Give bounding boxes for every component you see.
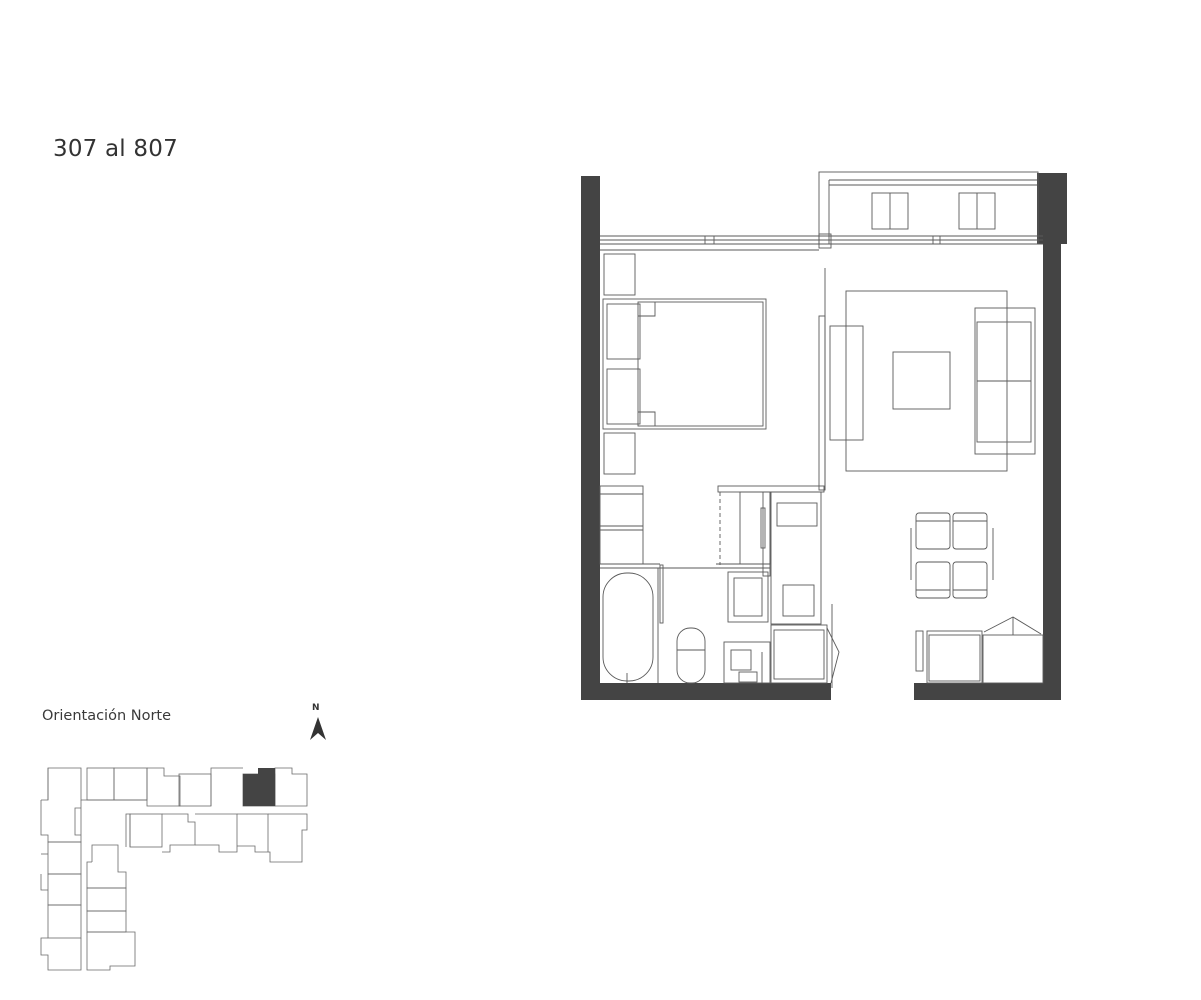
bathroom [600, 563, 771, 684]
dining-table [910, 512, 994, 599]
highlighted-unit [243, 774, 275, 806]
utility [770, 624, 840, 684]
unit-range-title: 307 al 807 [53, 136, 178, 162]
orientation-label: Orientación Norte [42, 708, 172, 724]
living-room [829, 290, 1036, 472]
window-wall [600, 235, 1043, 251]
partition-wall [818, 268, 826, 491]
north-arrow-icon [310, 717, 326, 740]
north-label: N [312, 703, 320, 713]
structural-walls [581, 173, 1067, 700]
kitchen [915, 616, 1044, 684]
bedroom [602, 253, 767, 475]
